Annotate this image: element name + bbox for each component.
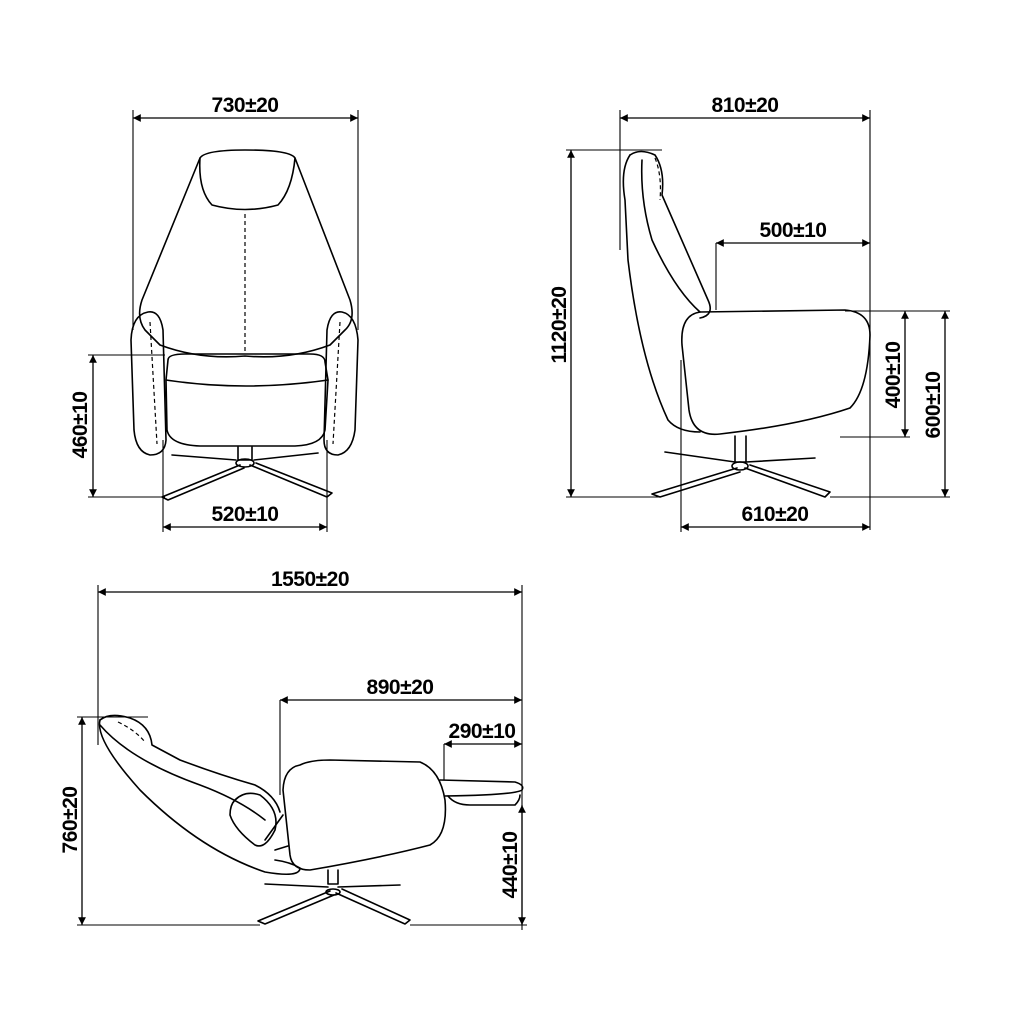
side-dimensions: 810±20 1120±20 500±10 400±10 600±10 610±…: [548, 94, 950, 532]
dim-seat-height: 460±10: [69, 392, 92, 459]
dim-armrest-height: 600±10: [922, 372, 945, 439]
dim-seat-to-footrest: 890±20: [367, 676, 434, 699]
dim-footrest-length: 290±10: [449, 720, 516, 743]
dim-overall-height: 1120±20: [548, 287, 571, 364]
side-view: 810±20 1120±20 500±10 400±10 600±10 610±…: [548, 94, 950, 532]
dim-footrest-height: 440±10: [499, 832, 522, 899]
reclined-chair-outline: [98, 714, 524, 925]
front-dimensions: 730±20 460±10 520±10: [69, 94, 359, 532]
dim-armrest-from-seat: 400±10: [882, 342, 905, 409]
dim-overall-width: 730±20: [212, 94, 279, 117]
front-chair-outline: [130, 149, 359, 501]
dim-base-width: 520±10: [212, 503, 279, 526]
side-chair-outline: [622, 150, 871, 498]
dim-overall-depth: 810±20: [712, 94, 779, 117]
reclined-view: 1550±20 890±20 290±10 760±20 440±10: [59, 568, 527, 930]
front-view: 730±20 460±10 520±10: [69, 94, 359, 532]
reclined-dimensions: 1550±20 890±20 290±10 760±20 440±10: [59, 568, 527, 930]
dim-seat-depth: 500±10: [760, 219, 827, 242]
dim-reclined-height: 760±20: [59, 787, 82, 854]
dim-base-depth: 610±20: [742, 503, 809, 526]
dim-overall-length: 1550±20: [271, 568, 349, 591]
